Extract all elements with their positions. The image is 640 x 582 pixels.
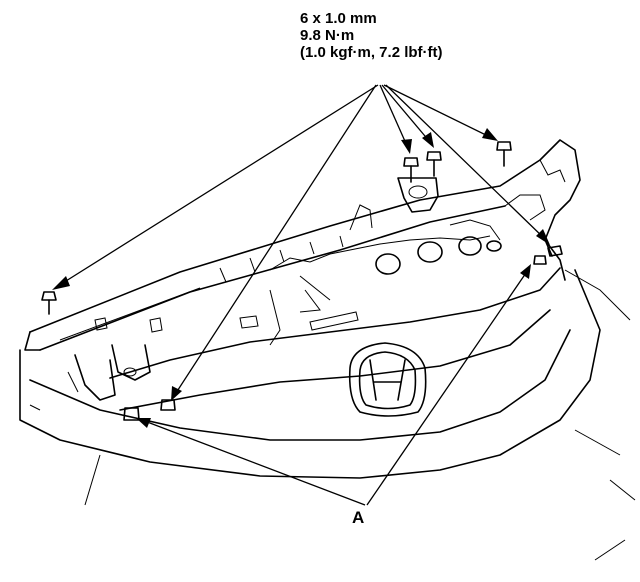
- clip-center-icon: [486, 240, 502, 252]
- bolt-right-bracket-icon: [545, 241, 563, 257]
- callout-a-leaders: [136, 264, 531, 506]
- radiator-support-frame: [24, 139, 581, 351]
- callout-a-label: A: [352, 508, 365, 527]
- torque-spec-leaders: [52, 84, 550, 401]
- bolt-left-top-icon: [41, 291, 57, 315]
- left-bracket: [67, 344, 151, 401]
- bumper-cover: [19, 267, 601, 506]
- torque-spec-alt-units: (1.0 kgf·m, 7.2 lbf·ft): [300, 44, 443, 61]
- honda-emblem-icon: [348, 342, 427, 417]
- bolt-center-left-icon: [403, 157, 419, 183]
- right-fender: [564, 269, 636, 561]
- torque-spec-bolt-size: 6 x 1.0 mm: [300, 10, 377, 27]
- torque-spec-nm: 9.8 N·m: [300, 27, 355, 44]
- bolt-right-top-icon: [496, 141, 512, 167]
- bolt-right-lower-icon: [533, 255, 547, 265]
- engine-bay-components: [94, 219, 501, 346]
- hood-latch-bracket: [397, 177, 439, 213]
- bolt-left-bracket-icon: [160, 399, 176, 411]
- bolt-center-right-icon: [426, 151, 442, 177]
